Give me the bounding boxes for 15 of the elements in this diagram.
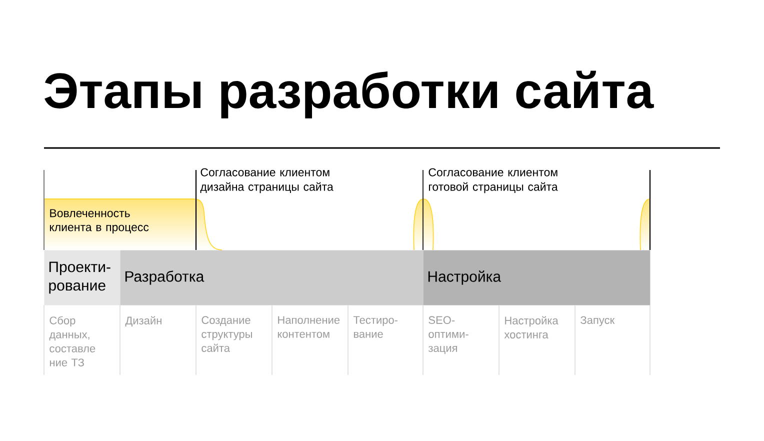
milestone-label: Согласование клиентом готовой страницы сайта [428, 168, 558, 194]
task-label: SEO- оптими- зация [428, 316, 468, 354]
task-label: Дизайн [125, 316, 162, 327]
task-label: Создание структуры сайта [202, 316, 252, 352]
milestone-label: Согласование клиентом дизайна страницы сайта [200, 168, 334, 194]
phase-box: Настройка [423, 250, 650, 306]
task-label: Настройка хостинга [504, 316, 558, 338]
task-label: Запуск [580, 316, 615, 326]
phase-box: Разработка [120, 250, 424, 306]
phase-box: Проекти- рование [44, 250, 120, 306]
involvement-band: Вовлеченность клиента в процесс [44, 198, 222, 250]
task-label: Наполнение контентом [278, 316, 340, 338]
task-label: Тестиро- вание [353, 316, 398, 338]
title: Этапы разработки сайта [44, 70, 654, 118]
task-label: Сбор данных, составле ние ТЗ [49, 316, 96, 366]
